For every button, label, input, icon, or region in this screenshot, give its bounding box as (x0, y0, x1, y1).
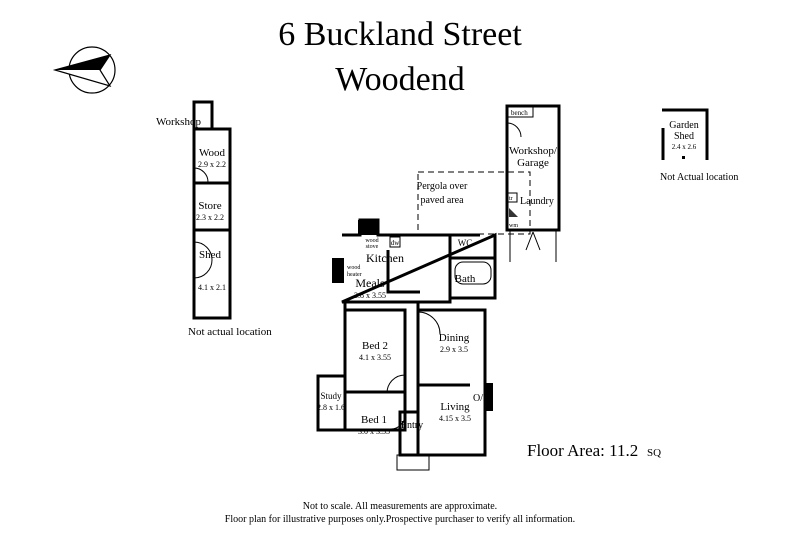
study-size: 2.8 x 1.6 (317, 403, 345, 412)
trough-label: tr (509, 196, 513, 202)
disclaimer-line2: Floor plan for illustrative purposes onl… (225, 514, 575, 525)
disclaimer-line1: Not to scale. All measurements are appro… (303, 501, 497, 512)
workshop-label: Workshop (156, 116, 201, 128)
open-fireplace-label: O/F (473, 393, 489, 404)
shed-label: Shed (199, 249, 222, 261)
entry-label: Entry (401, 420, 423, 431)
washing-machine-label: wm (509, 223, 518, 229)
garage-walls (505, 104, 561, 262)
meals-label: Meals (355, 276, 385, 290)
pergola-line2: paved area (420, 195, 464, 206)
dining-label: Dining (439, 332, 470, 344)
floor-area-unit: SQ (647, 447, 661, 459)
kitchen-label: Kitchen (366, 251, 404, 265)
shed-size: 4.1 x 2.1 (198, 283, 226, 292)
garden-shed-size: 2.4 x 2.6 (672, 143, 697, 151)
bath-label: Bath (455, 273, 476, 285)
wood-stove-line1: wood (365, 238, 378, 244)
study-label: Study (320, 391, 342, 401)
north-arrow-icon (52, 46, 116, 94)
pergola-line1: Pergola over (417, 181, 468, 192)
bench-label: bench (511, 109, 528, 117)
title-line2: Woodend (335, 61, 464, 98)
store-label: Store (198, 200, 221, 212)
garden-shed-line1: Garden (669, 120, 698, 131)
living-label: Living (440, 401, 470, 413)
wood-size: 2.9 x 2.2 (198, 160, 226, 169)
meals-size: 3.8 x 3.55 (354, 291, 386, 300)
wood-heater-line1: wood (347, 265, 360, 271)
garage-line1: Workshop/ (509, 145, 558, 157)
outbuildings-left (192, 100, 232, 320)
garden-shed-walls (661, 108, 709, 160)
wood-stove-line2: stove (366, 244, 379, 250)
floor-area-label: Floor Area: 11.2 (527, 441, 638, 460)
garden-shed-line2: Shed (674, 131, 694, 142)
wood-label: Wood (199, 147, 226, 159)
wood-heater-line2: heater (347, 272, 362, 278)
bed1-size: 3.0 x 3.55 (358, 427, 390, 436)
left-location-note: Not actual location (188, 326, 272, 338)
bed1-label: Bed 1 (361, 414, 387, 426)
wc-label: WC (458, 238, 473, 248)
dining-size: 2.9 x 3.5 (440, 345, 468, 354)
title-line1: 6 Buckland Street (278, 16, 522, 53)
laundry-label: Laundry (520, 196, 554, 207)
garage-line2: Garage (517, 157, 549, 169)
living-size: 4.15 x 3.5 (439, 414, 471, 423)
bed2-size: 4.1 x 3.55 (359, 353, 391, 362)
garden-shed-note: Not Actual location (660, 172, 738, 183)
dw-label: dw (391, 239, 401, 247)
store-size: 2.3 x 2.2 (196, 213, 224, 222)
bed2-label: Bed 2 (362, 340, 388, 352)
house-walls (316, 171, 531, 471)
